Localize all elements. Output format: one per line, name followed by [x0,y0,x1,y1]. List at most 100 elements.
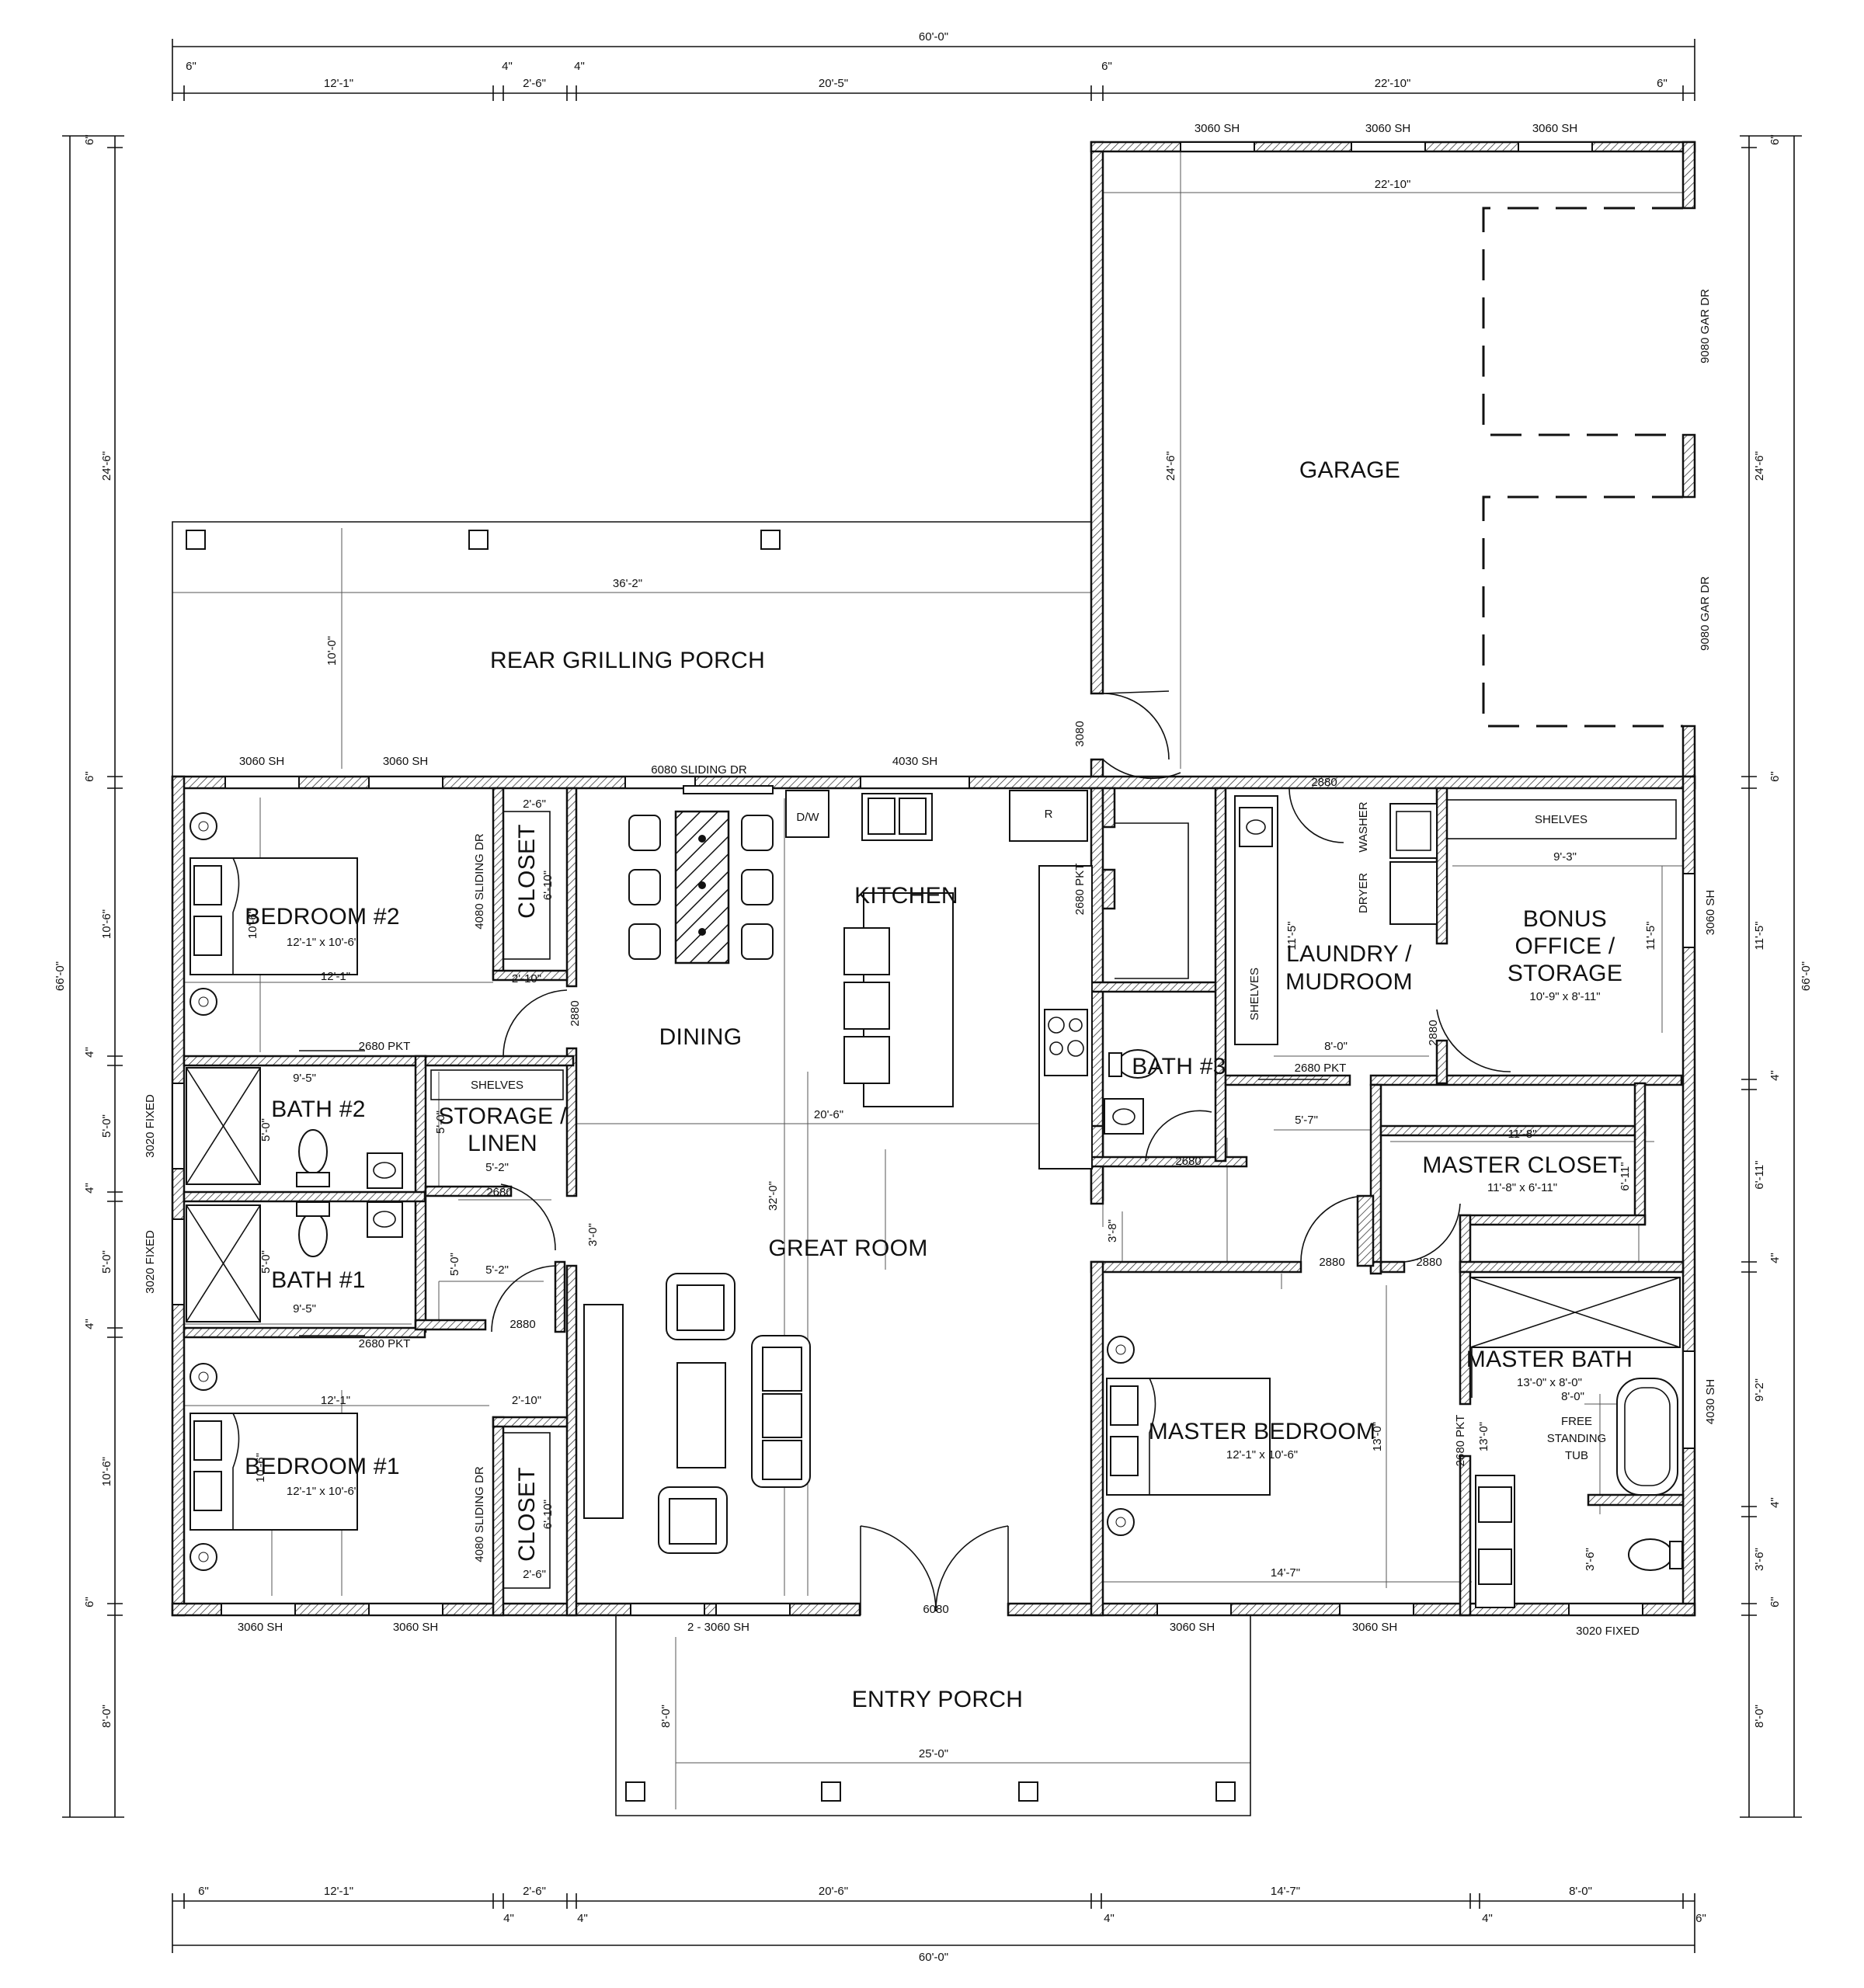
window-label: 3060 SH [383,755,428,768]
dimension-label: 14'-7" [1271,1566,1300,1580]
pocket-door-label: 2680 PKT [1454,1415,1467,1467]
bedroom1-size: 12'-1" x 10'-6" [287,1485,358,1498]
dimension-label: 12'-1" [321,1394,350,1407]
shelves-label: SHELVES [471,1079,523,1092]
dimension-overall-width: 60'-0" [919,30,948,43]
dimension-label: 14'-7" [1271,1885,1300,1898]
dimension-label: 4" [83,1183,96,1194]
door-label: 2880 [1319,1256,1344,1269]
window-label: 3060 SH [238,1621,283,1634]
window-label: 3060 SH [239,755,284,768]
dimension-label: 5'-0" [434,1110,447,1134]
dimension-label: 4" [577,1912,588,1925]
window-label: 4030 SH [892,755,937,768]
dimension-label: 2'-10" [512,972,541,985]
dimension-label: 4" [1482,1912,1493,1925]
dryer-label: DRYER [1357,873,1370,913]
dimension-label: 8'-0" [659,1705,673,1728]
dimension-label: 9'-2" [1753,1378,1766,1402]
pocket-door-label: 2680 PKT [1073,864,1087,916]
dimension-label: 4" [1768,1253,1782,1263]
dimension-label: 11'-8" [1508,1128,1536,1141]
garage-doors [1482,207,1683,728]
door-label: 2880 [1427,1020,1440,1045]
dimension-label: 10'-6" [100,1457,113,1486]
bonus-label-2: OFFICE / [1514,933,1615,959]
dimension-label: 6" [1101,60,1112,73]
dimension-label: 4" [1768,1497,1782,1508]
dimension-label: 20'-5" [819,77,848,90]
dimension-label: 9'-5" [293,1072,316,1085]
master-closet-label: MASTER CLOSET [1422,1152,1622,1178]
dimension-label: 11'-5" [1285,921,1299,950]
dimension-label: 6" [1768,134,1782,145]
walls [171,141,1696,1617]
dimension-label: 36'-2" [613,577,642,590]
window-label: 3020 FIXED [1576,1625,1640,1638]
bath2-label: BATH #2 [271,1097,366,1122]
master-closet-size: 11'-8" x 6'-11" [1487,1181,1557,1194]
dimension-label: 9'-3" [1553,850,1577,864]
dimension-label: 6" [1695,1912,1706,1925]
dimension-label: 6'-11" [1619,1162,1632,1190]
door-label: 2880 [569,1000,582,1026]
tub-label-2: STANDING [1547,1432,1606,1445]
dimension-label: 5'-7" [1295,1114,1318,1127]
window-label: 3060 SH [393,1621,438,1634]
dimension-overall-height: 66'-0" [54,961,67,991]
dimension-label: 12'-1" [324,1885,353,1898]
dimension-label: 24'-6" [1753,451,1766,481]
dimension-label: 4" [1768,1070,1782,1081]
dimension-label: 6'-10" [541,871,555,900]
dimension-label: 2'-6" [523,77,546,90]
dimension-label: 8'-0" [100,1705,113,1728]
dimension-label: 6" [1768,771,1782,782]
dimension-label: 6" [83,134,96,145]
fixtures [186,790,1683,1608]
dimension-label: 3'-6" [1753,1548,1766,1571]
dimension-label: 2'-6" [523,798,546,811]
door-label: 3080 [1073,721,1087,746]
dimension-label: 13'-0" [1477,1422,1490,1451]
dimension-label: 5'-0" [259,1118,273,1142]
washer-label: WASHER [1357,801,1370,852]
dimension-labels: 60'-0" 6" 12'-1" 4" 2'-6" 4" 20'-5" 6" 2… [54,30,1813,1964]
door-label: 2880 [1416,1256,1441,1269]
front-door-label: 6080 [923,1603,948,1616]
pocket-door-label: 2680 PKT [359,1337,411,1350]
dimension-label: 8'-0" [1753,1705,1766,1728]
dimension-label: 6'-11" [1753,1160,1766,1189]
garage-door-label: 9080 GAR DR [1699,576,1712,651]
shelves-label: SHELVES [1248,968,1261,1020]
master-bedroom-label: MASTER BEDROOM [1149,1419,1376,1444]
sliding-door-label: 4080 SLIDING DR [473,1466,486,1562]
dimension-label: 6'-10" [541,1500,555,1529]
window-label: 3020 FIXED [144,1094,157,1158]
closet-top-label: CLOSET [514,824,540,919]
bath3-label: BATH #3 [1132,1054,1226,1079]
dimension-label: 5'-0" [259,1250,273,1274]
bedroom2-size: 12'-1" x 10'-6" [287,936,358,949]
bonus-size: 10'-9" x 8'-11" [1529,990,1600,1003]
dimension-label: 22'-10" [1375,77,1411,90]
dimension-label: 4" [503,1912,514,1925]
dimension-label: 6" [1768,1597,1782,1607]
room-labels: GARAGE REAR GRILLING PORCH BEDROOM #2 12… [245,457,1633,1712]
window-label: 3020 FIXED [144,1230,157,1294]
dimension-label: 10'-6" [246,909,259,939]
bedroom1-label: BEDROOM #1 [245,1454,400,1479]
dimension-label: 5'-0" [100,1250,113,1274]
window-label: 3060 SH [1352,1621,1397,1634]
door-label: 2680 [486,1186,512,1199]
dimension-label: 4" [1104,1912,1115,1925]
window-label: 3060 SH [1704,890,1717,935]
dimension-label: 12'-1" [324,77,353,90]
dimension-label: 4" [83,1047,96,1058]
dimension-overall-width: 60'-0" [919,1951,948,1964]
dimension-label: 2'-6" [523,1568,546,1581]
dimension-label: 11'-5" [1644,921,1657,950]
dimension-label: 32'-0" [767,1181,780,1211]
bonus-label-3: STORAGE [1508,961,1622,986]
dimension-label: 4" [83,1319,96,1329]
